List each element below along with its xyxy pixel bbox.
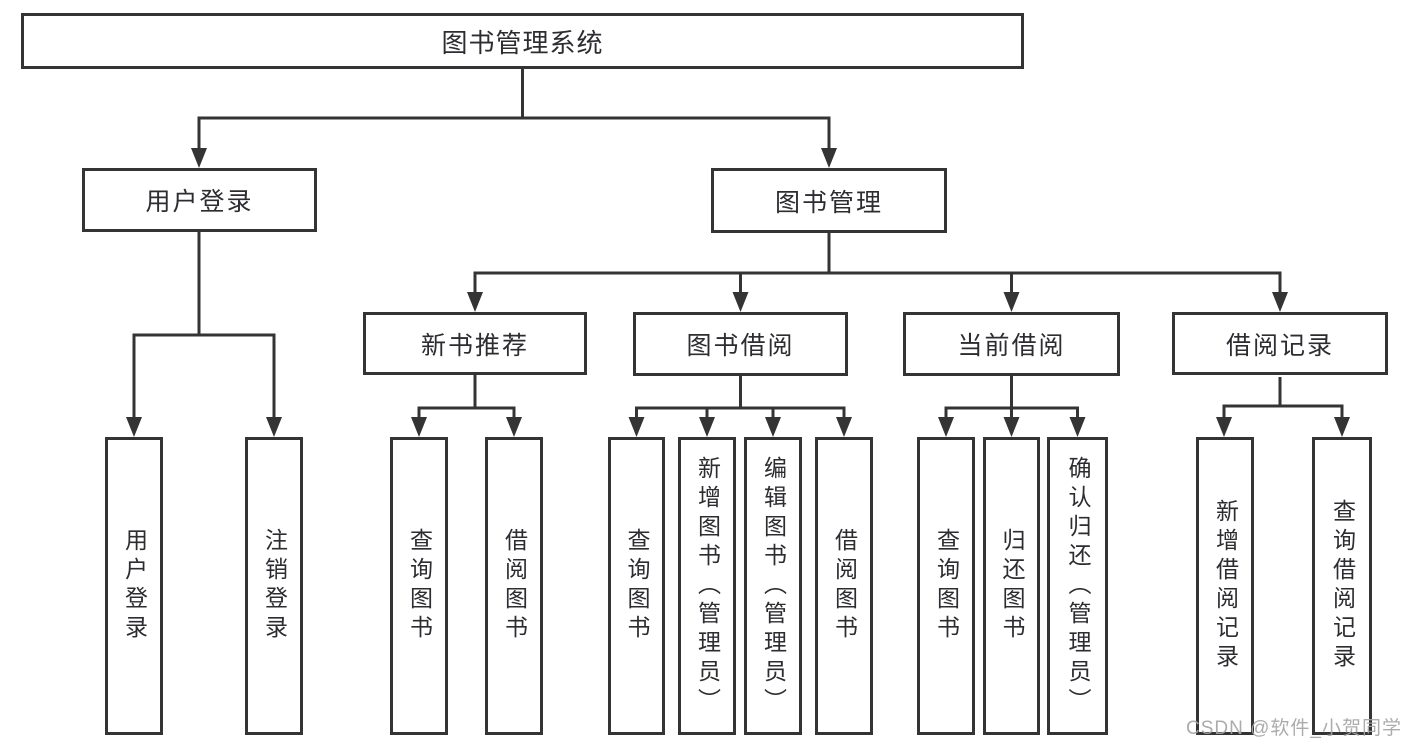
arrowhead	[1003, 417, 1020, 437]
leaf-borrowing-query-books: 查询图书	[608, 437, 665, 735]
leaf-current-return-books: 归还图书	[983, 437, 1040, 735]
node-borrowing-records: 借阅记录	[1172, 312, 1388, 375]
leaf-label: 新增图书（管理员）	[694, 455, 721, 717]
leaf-current-query-books: 查询图书	[917, 437, 975, 735]
root-node-book-management-system: 图书管理系统	[21, 13, 1024, 69]
leaf-newbook-borrow-books: 借阅图书	[485, 437, 543, 735]
leaf-newbook-query-books: 查询图书	[390, 437, 448, 735]
arrowhead	[765, 417, 781, 437]
leaf-borrowing-add-books-admin: 新增图书（管理员）	[678, 437, 736, 735]
leaf-label: 用户登录	[121, 528, 148, 644]
arrowhead	[836, 417, 852, 437]
node-label: 借阅记录	[1225, 331, 1334, 360]
node-label: 图书管理	[774, 188, 883, 217]
node-book-borrowing: 图书借阅	[633, 312, 848, 376]
leaf-user-login: 用户登录	[105, 437, 163, 735]
leaf-label: 确认归还（管理员）	[1065, 455, 1091, 717]
leaf-logout: 注销登录	[245, 437, 303, 735]
node-current-borrowing: 当前借阅	[903, 312, 1120, 376]
arrowhead	[506, 417, 522, 437]
arrowhead	[1216, 417, 1232, 437]
leaf-label: 注销登录	[261, 528, 288, 644]
leaf-label: 新增借阅记录	[1212, 499, 1239, 673]
arrowhead	[628, 417, 645, 437]
node-label: 当前借阅	[957, 332, 1066, 360]
node-label: 新书推荐	[420, 331, 529, 360]
branch-book-management: 图书管理	[711, 168, 947, 233]
node-label: 用户登录	[145, 188, 254, 216]
leaf-label: 查询图书	[624, 528, 650, 644]
leaf-label: 借阅图书	[831, 528, 858, 644]
arrowhead	[1069, 417, 1086, 437]
csdn-watermark: CSDN @软件_小贺同学	[1186, 718, 1402, 739]
arrowhead	[1334, 417, 1350, 437]
arrowhead	[266, 417, 282, 437]
leaf-label: 归还图书	[999, 528, 1025, 644]
leaf-borrowing-edit-books-admin: 编辑图书（管理员）	[744, 437, 802, 735]
leaf-label: 查询图书	[406, 528, 433, 644]
node-new-book-recommendation: 新书推荐	[363, 312, 587, 375]
node-label: 图书管理系统	[441, 27, 604, 58]
leaf-records-query-record: 查询借阅记录	[1312, 437, 1372, 735]
leaf-label: 借阅图书	[501, 528, 528, 644]
leaf-label: 查询图书	[933, 528, 960, 644]
arrowhead	[191, 148, 207, 168]
leaf-borrowing-borrow-books: 借阅图书	[815, 437, 873, 735]
arrowhead	[821, 148, 837, 168]
arrowhead	[1272, 292, 1288, 312]
arrowhead	[732, 292, 749, 312]
leaf-records-add-record: 新增借阅记录	[1196, 437, 1254, 735]
node-label: 图书借阅	[686, 332, 795, 360]
leaf-label: 编辑图书（管理员）	[760, 455, 787, 717]
arrowhead	[699, 417, 715, 437]
arrowhead	[1003, 292, 1020, 312]
arrowhead	[126, 417, 142, 437]
leaf-current-confirm-return-admin: 确认归还（管理员）	[1047, 437, 1108, 735]
arrowhead	[938, 417, 954, 437]
arrowhead	[411, 417, 427, 437]
arrowhead	[467, 292, 483, 312]
leaf-label: 查询借阅记录	[1329, 499, 1356, 673]
branch-user-login: 用户登录	[82, 168, 317, 232]
